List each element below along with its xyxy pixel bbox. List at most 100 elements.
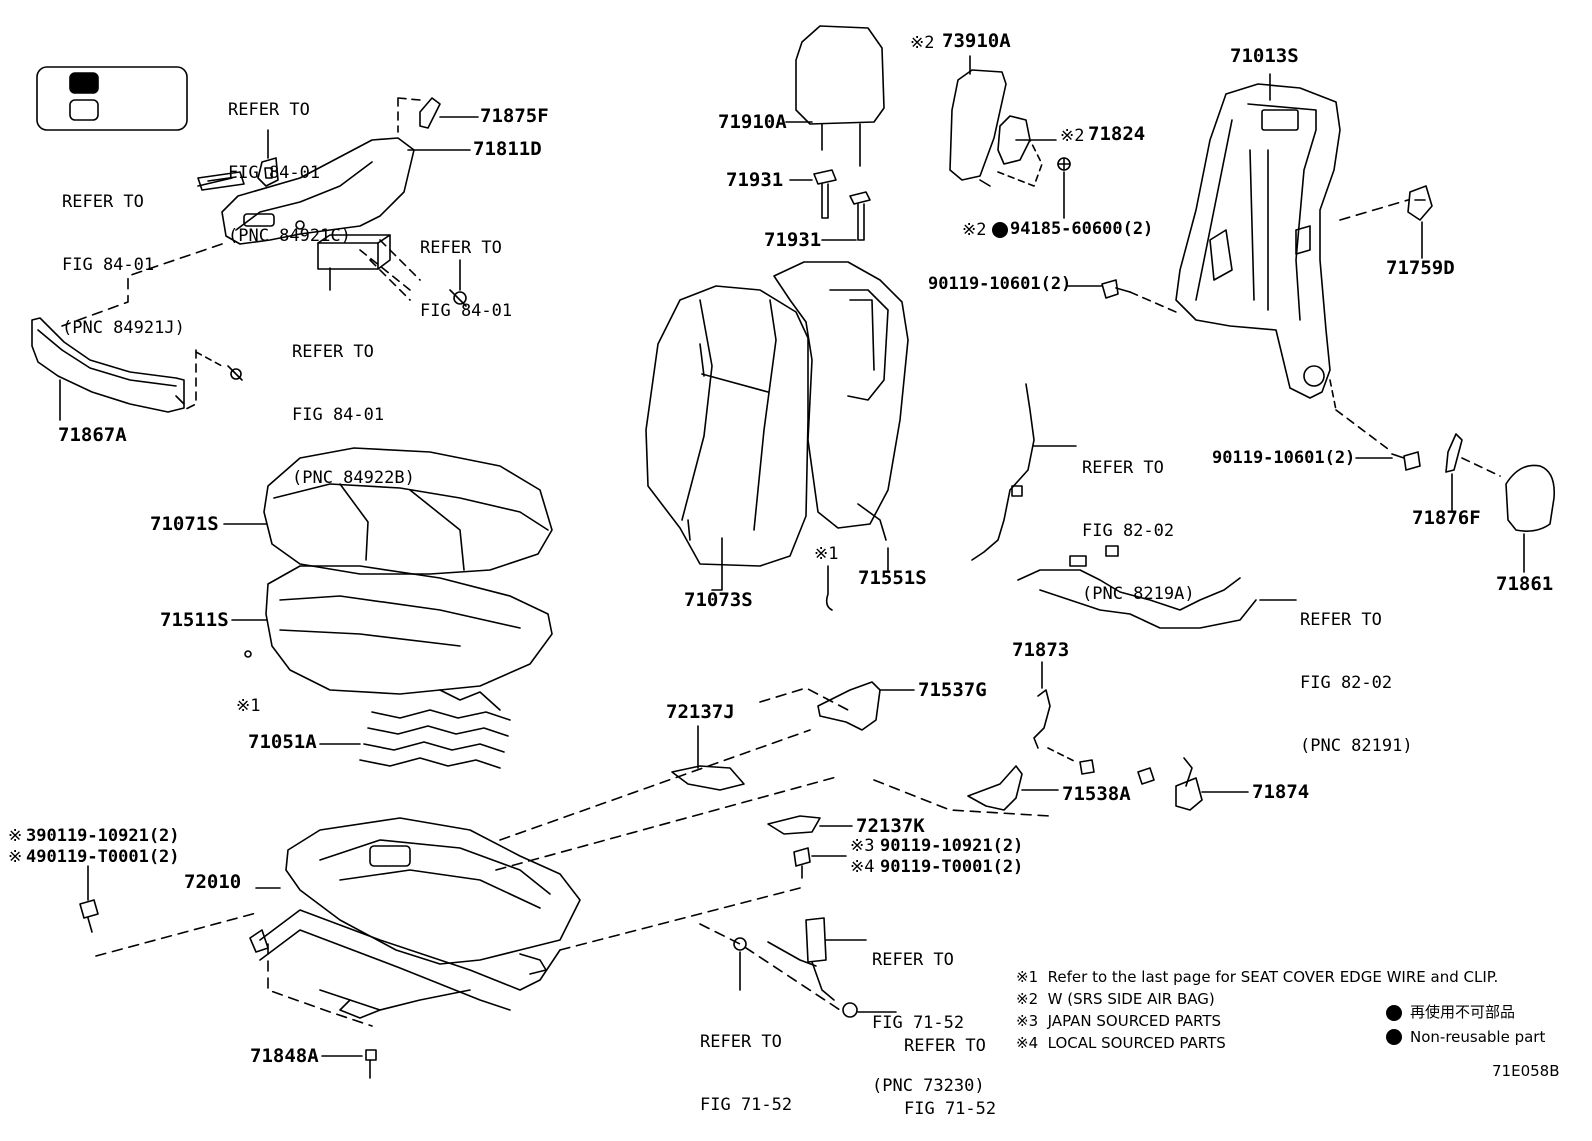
mark-4-right: ※4: [850, 857, 875, 877]
ref-line: REFER TO: [62, 192, 144, 212]
seatback-pad-71551S: [773, 261, 909, 571]
mark-4-left: ※: [8, 847, 23, 867]
switch-84922B: [317, 234, 421, 301]
ref-line: REFER TO: [1300, 610, 1382, 630]
ref-71-52-right: REFER TO FIG 71-52: [904, 994, 996, 1141]
figure-id: 71E058B: [1492, 1062, 1560, 1080]
seat-track-72010: [95, 817, 581, 1027]
nut-94185: [1057, 157, 1071, 219]
footnote-2: ※2 W (SRS SIDE AIR BAG): [1016, 990, 1215, 1008]
ref-84-01: REFER TO FIG 84-01: [420, 196, 512, 343]
part-71071S: 71071S: [150, 513, 219, 535]
ref-line: (PNC 73230): [872, 1076, 985, 1096]
part-90119-10921-right: 90119-10921(2): [880, 836, 1024, 856]
ref-line: FIG 71-52: [904, 1099, 997, 1119]
part-71875F: 71875F: [480, 105, 549, 127]
mark-1-seatback: ※1: [814, 544, 839, 564]
part-71073S: 71073S: [684, 589, 753, 611]
part-72137K: 72137K: [856, 815, 925, 837]
footnote-3: ※3 JAPAN SOURCED PARTS: [1016, 1012, 1222, 1030]
bolt-90119-right: [559, 847, 847, 951]
trim-71875F: [419, 97, 479, 129]
ref-line: FIG 71-52: [700, 1095, 793, 1115]
seat-parts-diagram: [31, 25, 1556, 1079]
part-71511S: 71511S: [160, 609, 229, 631]
headrest-71910A: [785, 25, 885, 167]
ref-line: REFER TO: [700, 1032, 782, 1052]
part-71759D: 71759D: [1386, 257, 1455, 279]
seatbelt-buckle: [699, 917, 897, 1018]
ref-line: REFER TO: [904, 1036, 986, 1056]
ref-line: FIG 84-01: [292, 405, 385, 425]
clip-71759D: [1339, 185, 1433, 259]
ref-line: FIG 84-01: [420, 301, 513, 321]
frame-71013S: [1175, 73, 1341, 411]
ref-line: REFER TO: [228, 100, 310, 120]
bracket-71538A: [873, 765, 1059, 817]
airbag-73910A: [949, 55, 1057, 187]
ref-84921C: REFER TO FIG 84-01 (PNC 84921C): [228, 58, 351, 268]
bracket-71537G: [817, 681, 915, 731]
ref-line: (PNC 84921J): [62, 318, 185, 338]
mark-2-71824: ※2: [1060, 126, 1085, 146]
cover-72137J: [495, 687, 849, 871]
part-71013S: 71013S: [1230, 45, 1299, 67]
bolt-71538A: [1079, 759, 1095, 775]
ref-84921J: REFER TO FIG 84-01 (PNC 84921J): [62, 150, 185, 360]
part-71848A: 71848A: [250, 1045, 319, 1067]
part-71873: 71873: [1012, 639, 1070, 661]
part-90119-T0001-left: 490119-T0001(2): [26, 847, 180, 867]
nonreusable-dot-94185: [992, 222, 1008, 238]
part-72137J: 72137J: [666, 701, 735, 723]
ref-line: (PNC 8219A): [1082, 584, 1195, 604]
ref-line: FIG 82-02: [1082, 521, 1175, 541]
part-90119-T0001-right: 90119-T0001(2): [880, 857, 1024, 877]
part-71538A: 71538A: [1062, 783, 1131, 805]
part-71824: 71824: [1088, 123, 1146, 145]
mark-3-left: ※: [8, 826, 23, 846]
bolt-90119-upper: [1067, 279, 1177, 313]
part-71811D: 71811D: [473, 138, 542, 160]
mark-3-right: ※3: [850, 836, 875, 856]
ref-line: REFER TO: [872, 950, 954, 970]
part-71537G: 71537G: [918, 679, 987, 701]
springs-71051A: [319, 689, 511, 769]
side-shield-71811D: [197, 137, 415, 245]
legend-dot-jp: [1386, 1005, 1402, 1021]
hook-71873: [1033, 661, 1077, 763]
part-73910A: 73910A: [942, 30, 1011, 52]
ref-line: (PNC 82191): [1300, 736, 1413, 756]
ref-line: FIG 84-01: [62, 255, 155, 275]
footnote-4: ※4 LOCAL SOURCED PARTS: [1016, 1034, 1226, 1052]
lever-84921J: [197, 171, 245, 191]
ref-82191: REFER TO FIG 82-02 (PNC 82191): [1300, 568, 1413, 778]
ref-line: FIG 82-02: [1300, 673, 1393, 693]
support-71931-a: [789, 169, 837, 219]
legend-nonreusable-en: Non-reusable part: [1410, 1028, 1546, 1046]
mark-2-94185: ※2: [962, 220, 987, 240]
mark-1-cushion: ※1: [236, 696, 261, 716]
knob-84921C: [257, 129, 279, 187]
part-72010: 72010: [184, 871, 242, 893]
part-90119-lower: 90119-10601(2): [1212, 448, 1356, 468]
bolt-90119-lower: [1335, 409, 1421, 471]
ref-line: REFER TO: [292, 342, 374, 362]
part-71931-b: 71931: [764, 229, 822, 251]
support-71931-b: [821, 191, 871, 241]
part-71874: 71874: [1252, 781, 1310, 803]
bolt-71848A: [321, 1049, 377, 1079]
legend-dot-en: [1386, 1029, 1402, 1045]
ref-8219A: REFER TO FIG 82-02 (PNC 8219A): [1082, 416, 1195, 626]
ref-73230: REFER TO FIG 71-52 (PNC 73230): [872, 908, 985, 1118]
trim-71876F: [1445, 433, 1501, 513]
legend-nonreusable-jp: 再使用不可部品: [1410, 1003, 1516, 1021]
cover-71867A: [31, 317, 197, 421]
mark-2-73910A: ※2: [910, 33, 935, 53]
part-90119-10921-left: 390119-10921(2): [26, 826, 180, 846]
ref-line: FIG 84-01: [228, 163, 321, 183]
seatback-cover-71073S: [645, 285, 809, 591]
cushion-cover-71071S: [223, 447, 553, 575]
part-94185: 94185-60600(2): [1010, 219, 1154, 239]
part-71051A: 71051A: [248, 731, 317, 753]
ref-line: REFER TO: [420, 238, 502, 258]
